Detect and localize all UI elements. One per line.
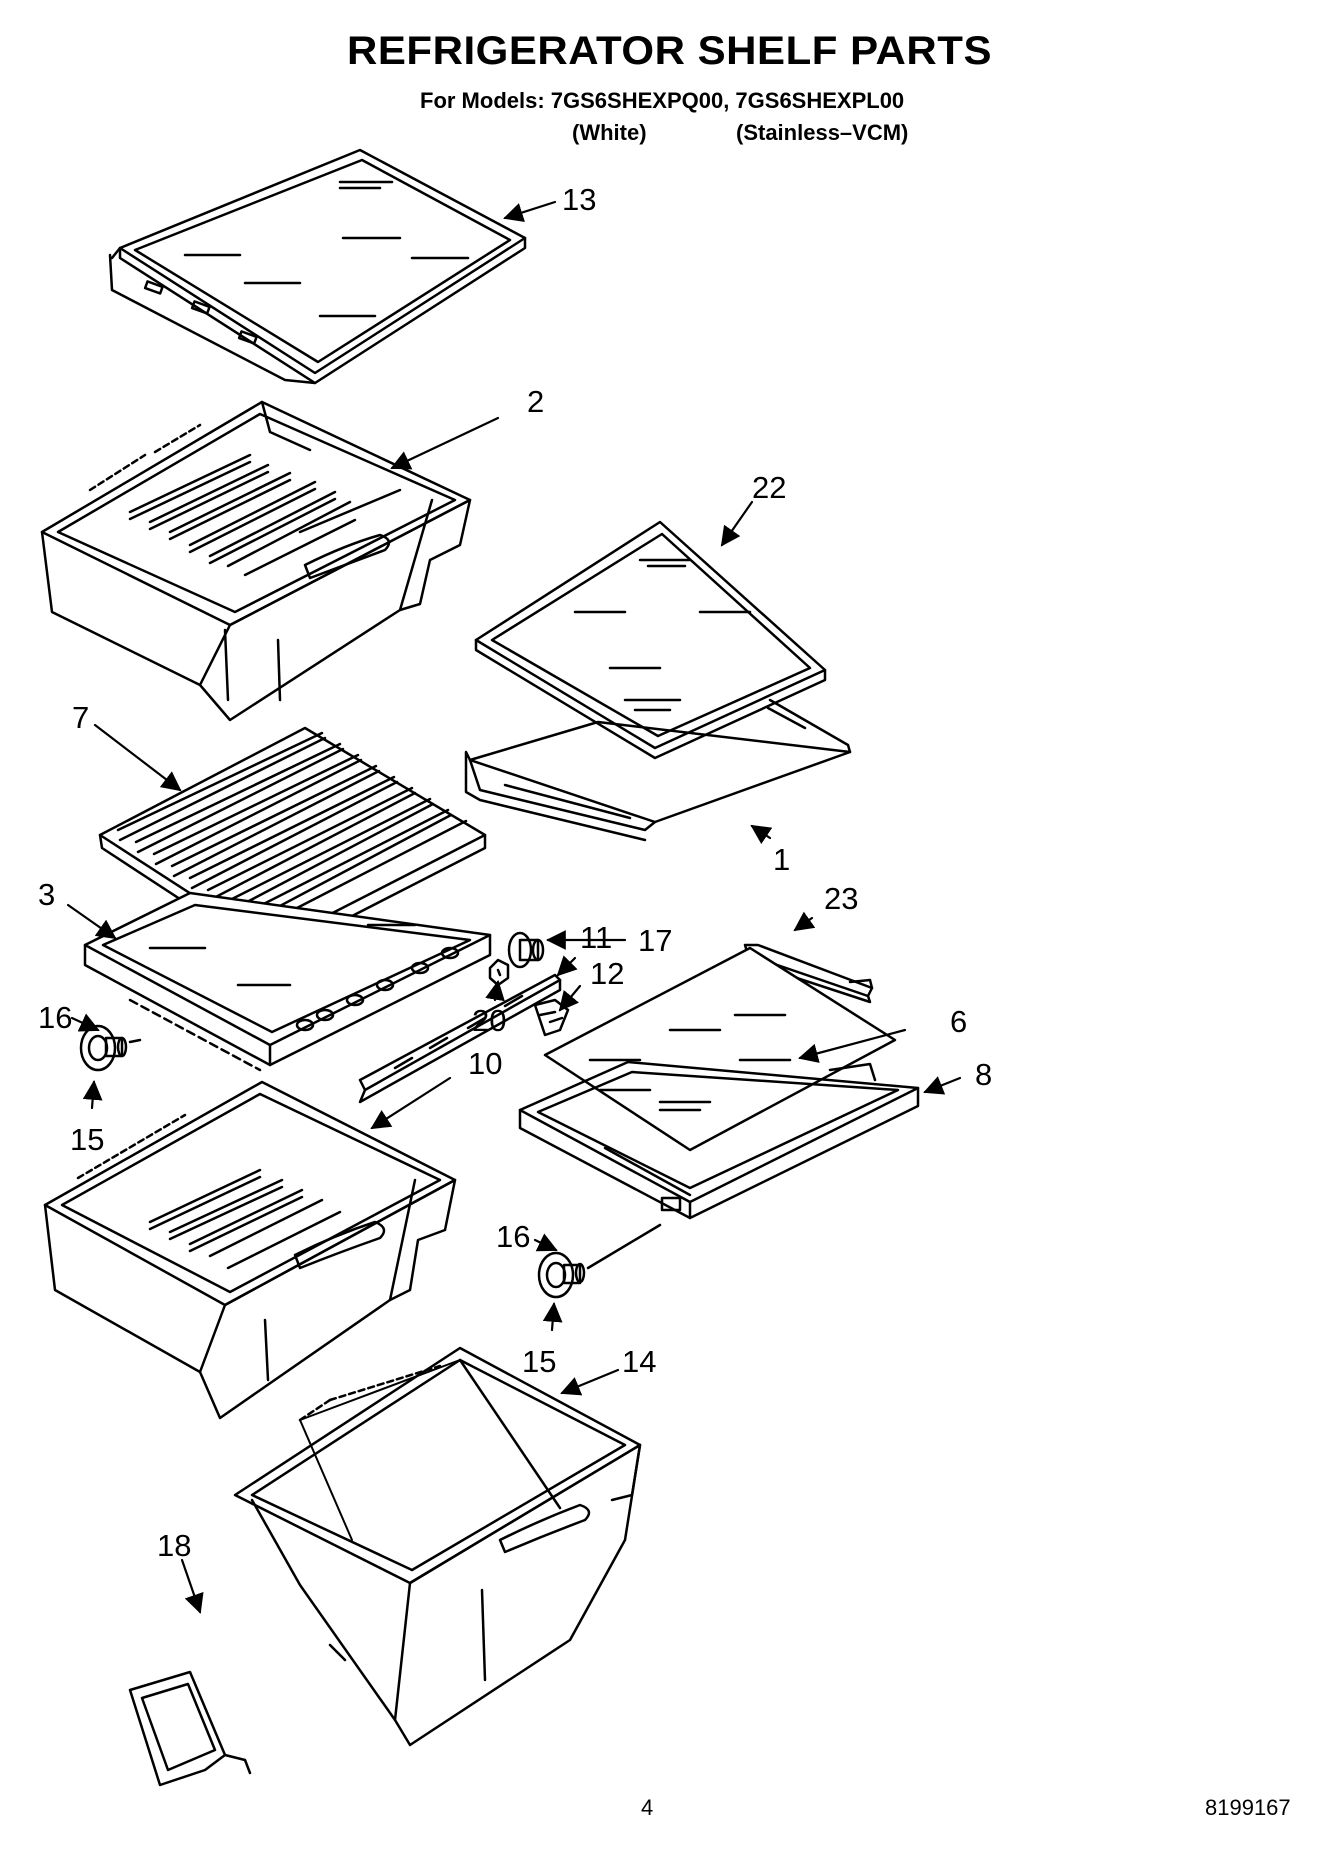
- callout-labels: 13 2 22 7 1 3 17 23 20 11 12 16 6 10 8 1…: [38, 182, 992, 1563]
- part-2-crisper-drawer: [40, 400, 472, 722]
- part-13-glass-shelf: [108, 148, 527, 385]
- part-17-20-supports: [488, 931, 545, 987]
- callout-23: 23: [824, 881, 858, 916]
- callout-leaders: [66, 200, 962, 1614]
- part-3-cover-frame: [83, 891, 492, 1072]
- part-16-15-rollers-left: [79, 1024, 142, 1072]
- callout-11: 11: [580, 920, 612, 955]
- callout-15-right: 15: [522, 1344, 556, 1379]
- callout-18: 18: [157, 1528, 191, 1563]
- callout-16-right: 16: [496, 1219, 530, 1254]
- callout-8: 8: [975, 1057, 992, 1092]
- models-line: For Models: 7GS6SHEXPQ00, 7GS6SHEXPL00: [420, 88, 905, 113]
- callout-10: 10: [468, 1046, 502, 1081]
- page-number: 4: [641, 1795, 654, 1820]
- part-14-bottom-drawer: [233, 1346, 642, 1747]
- callout-22: 22: [752, 470, 786, 505]
- callout-6: 6: [950, 1004, 967, 1039]
- callout-14: 14: [622, 1344, 656, 1379]
- callout-12: 12: [590, 956, 624, 991]
- page-title: REFRIGERATOR SHELF PARTS: [347, 29, 992, 73]
- part-10-11-rails: [358, 973, 562, 1104]
- variant-white: (White): [572, 120, 647, 145]
- callout-13: 13: [562, 182, 596, 217]
- callout-15-left: 15: [70, 1122, 104, 1157]
- callout-1: 1: [773, 842, 790, 877]
- callout-17: 17: [638, 923, 672, 958]
- lower-crisper-drawer: [43, 1080, 457, 1420]
- part-22-glass-shelf: [474, 520, 827, 760]
- part-18-label: [128, 1670, 252, 1787]
- part-6-glass-insert: [543, 946, 897, 1152]
- page-header: REFRIGERATOR SHELF PARTS: [0, 28, 1339, 74]
- part-8-shelf-tray: [518, 1060, 920, 1220]
- variant-stainless: (Stainless–VCM): [736, 120, 909, 145]
- callout-20: 20: [472, 1003, 506, 1038]
- document-number: 8199167: [1205, 1795, 1291, 1820]
- callout-2: 2: [527, 384, 544, 419]
- part-1-shelf-frame: [464, 698, 852, 842]
- part-16-15-rollers-right: [537, 1223, 662, 1299]
- callout-7: 7: [72, 700, 89, 735]
- callout-3: 3: [38, 877, 55, 912]
- callout-16-left: 16: [38, 1000, 72, 1035]
